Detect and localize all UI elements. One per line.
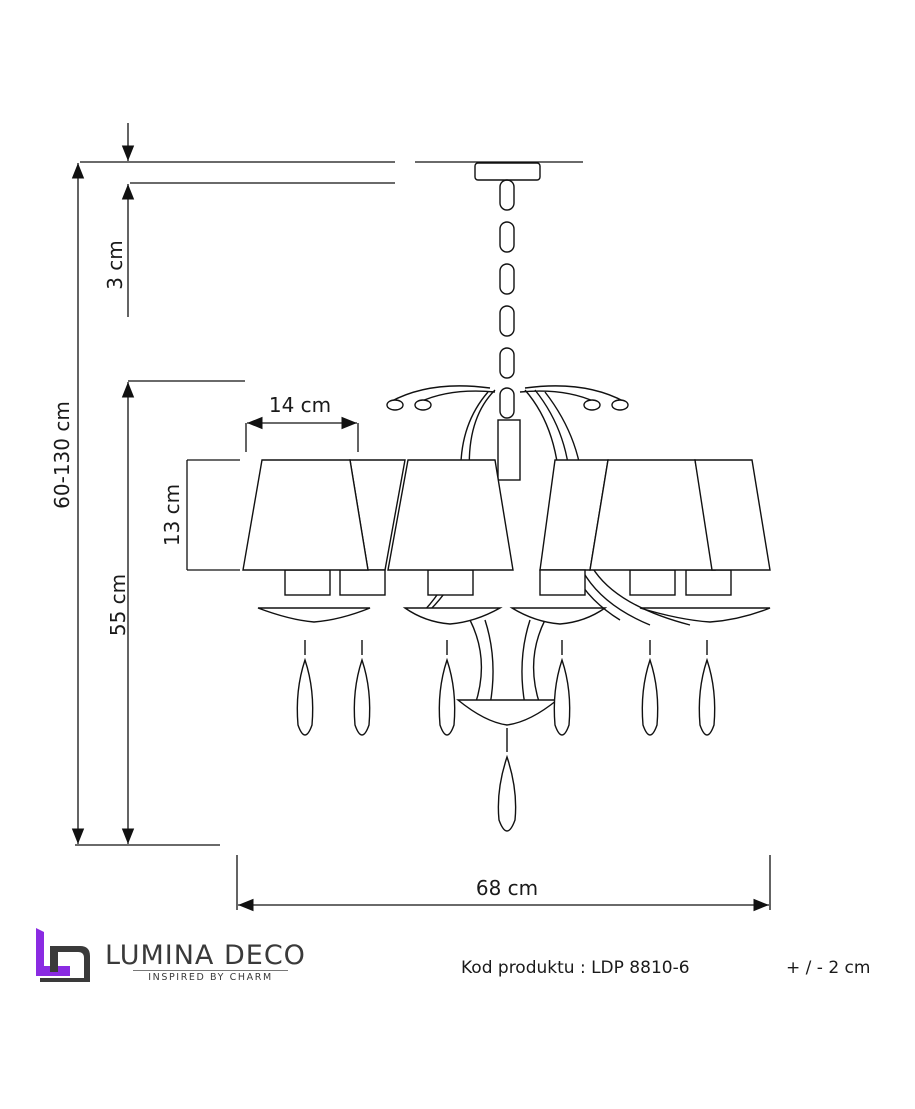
tolerance: + / - 2 cm <box>786 958 871 978</box>
lamp-shade <box>589 459 716 571</box>
lamp-shade <box>694 459 771 571</box>
brand-name: LUMINA DECO <box>105 940 306 971</box>
shade-width-label: 14 cm <box>268 393 332 417</box>
shade-height-label: 13 cm <box>160 483 184 547</box>
crystal-drops <box>296 640 716 832</box>
body-height-label: 55 cm <box>106 573 130 637</box>
lamp-shade <box>242 459 369 571</box>
total-width-label: 68 cm <box>475 876 539 900</box>
lamp-shade <box>387 459 514 571</box>
product-code: Kod produktu : LDP 8810-6 <box>461 958 690 978</box>
brand-tagline: INSPIRED BY CHARM <box>133 970 288 983</box>
total-height-label: 60-130 cm <box>50 401 74 509</box>
chandelier <box>242 162 771 832</box>
canopy-height-label: 3 cm <box>103 240 127 290</box>
brand-logo-icon <box>36 928 90 982</box>
